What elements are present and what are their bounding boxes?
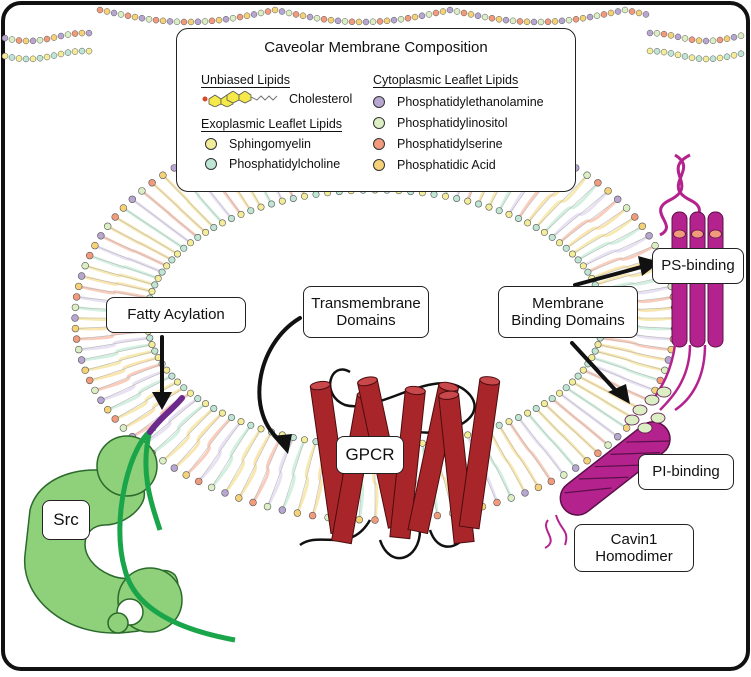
fatty-acylation-label: Fatty Acylation <box>106 297 246 333</box>
cavin1-homodimer <box>544 153 724 549</box>
legend-item-sphingomyelin: Sphingomyelin <box>205 137 311 151</box>
ps-binding-label: PS-binding <box>652 248 744 284</box>
phosphatidylserine-swatch <box>373 138 385 150</box>
legend-item-phosphatidylinositol: Phosphatidylinositol <box>373 116 508 130</box>
gpcr-helix-7 <box>458 376 501 530</box>
legend-label-phosphatidic-acid: Phosphatidic Acid <box>397 158 496 172</box>
fatty-acyl-chain <box>147 395 185 435</box>
arrow-transmembrane <box>257 316 302 444</box>
gpcr-label: GPCR <box>336 436 404 474</box>
legend-unbiased-header: Unbiased Lipids <box>201 73 290 87</box>
legend-cytoplasmic-header: Cytoplasmic Leaflet Lipids <box>373 73 519 87</box>
legend-item-phosphatidylcholine: Phosphatidylcholine <box>205 157 340 171</box>
legend-item-phosphatidylserine: Phosphatidylserine <box>373 137 503 151</box>
src-label: Src <box>42 500 90 540</box>
legend-exoplasmic-header: Exoplasmic Leaflet Lipids <box>201 117 343 131</box>
phosphatidylinositol-swatch <box>373 117 385 129</box>
arrows <box>160 264 647 444</box>
legend-title: Caveolar Membrane Composition <box>264 39 488 56</box>
legend-cholesterol-label: Cholesterol <box>289 92 353 106</box>
legend-label-sphingomyelin: Sphingomyelin <box>229 137 311 151</box>
cavin1-homodimer-label: Cavin1 Homodimer <box>574 524 694 572</box>
phosphatidic-acid-swatch <box>373 159 385 171</box>
cholesterol-icon <box>202 91 278 107</box>
phosphatidylethanolamine-swatch <box>373 96 385 108</box>
legend-item-phosphatidylethanolamine: Phosphatidylethanolamine <box>373 95 544 109</box>
phosphatidylcholine-swatch <box>205 158 217 170</box>
arrow-ps-binding <box>573 264 647 287</box>
legend-label-phosphatidylethanolamine: Phosphatidylethanolamine <box>397 95 544 109</box>
legend-label-phosphatidylcholine: Phosphatidylcholine <box>229 157 341 171</box>
legend-cholesterol: Cholesterol <box>201 91 352 107</box>
legend-label-phosphatidylserine: Phosphatidylserine <box>397 137 503 151</box>
pi-binding-sites <box>624 386 672 434</box>
transmembrane-domains-label: Transmembrane Domains <box>303 286 429 338</box>
plasma-membrane-top <box>1 6 745 63</box>
arrow-pi-binding <box>570 341 620 395</box>
legend: Caveolar Membrane Composition Unbiased L… <box>176 28 576 192</box>
legend-item-phosphatidic-acid: Phosphatidic Acid <box>373 158 496 172</box>
pi-binding-label: PI-binding <box>638 454 734 490</box>
sphingomyelin-swatch <box>205 138 217 150</box>
membrane-binding-domains-label: Membrane Binding Domains <box>498 286 638 338</box>
legend-label-phosphatidylinositol: Phosphatidylinositol <box>397 116 508 130</box>
